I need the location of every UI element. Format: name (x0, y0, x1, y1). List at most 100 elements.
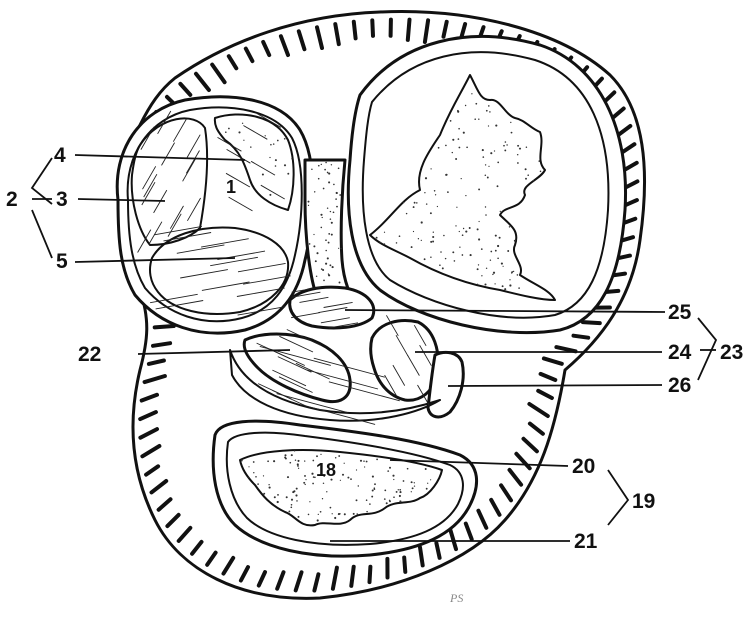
stipple-dot (277, 140, 279, 142)
stipple-dot (465, 231, 467, 233)
hatch-mark (317, 27, 322, 48)
stipple-dot (344, 463, 345, 464)
stipple-dot (248, 477, 249, 478)
stipple-dot (486, 268, 487, 269)
stipple-dot (263, 475, 264, 476)
stipple-dot (372, 489, 374, 491)
stipple-dot (481, 275, 482, 276)
stipple-dot (328, 242, 330, 244)
stipple-dot (452, 251, 454, 253)
stipple-dot (393, 479, 394, 480)
stipple-dot (452, 152, 453, 153)
hatch-mark (212, 65, 224, 83)
hatch-mark (478, 511, 486, 528)
stipple-dot (333, 184, 335, 186)
stipple-dot (477, 284, 478, 285)
stipple-dot (502, 285, 504, 287)
hatch-mark (140, 429, 157, 438)
stipple-dot (478, 264, 479, 265)
stipple-dot (506, 144, 507, 145)
stipple-dot (540, 171, 542, 173)
stipple-dot (321, 164, 322, 165)
stipple-dot (384, 498, 386, 500)
stipple-dot (303, 482, 305, 484)
stipple-dot (474, 118, 476, 120)
stipple-dot (364, 466, 365, 467)
stipple-dot (311, 473, 313, 475)
hatch-mark (544, 358, 562, 363)
stipple-dot (250, 146, 251, 147)
stipple-dot (284, 164, 286, 166)
stipple-dot (497, 185, 499, 187)
stipple-dot (332, 513, 333, 514)
stipple-dot (447, 191, 449, 193)
hatch-mark (351, 567, 353, 586)
stipple-dot (399, 495, 401, 497)
hatch-mark (140, 412, 156, 419)
stipple-dot (454, 260, 456, 262)
stipple-dot (513, 271, 514, 272)
stipple-dot (469, 227, 471, 229)
label-21: 21 (574, 530, 598, 553)
stipple-dot (434, 190, 436, 192)
bracket-19 (608, 470, 628, 525)
stipple-dot (432, 241, 434, 243)
stipple-dot (325, 250, 327, 252)
stipple-dot (313, 476, 315, 478)
stipple-dot (433, 232, 434, 233)
stipple-dot (284, 138, 286, 140)
hatch-mark (149, 361, 164, 364)
stipple-dot (316, 252, 318, 254)
hatch-mark (444, 22, 447, 37)
stipple-dot (477, 268, 479, 270)
stipple-dot (432, 236, 434, 238)
hatch-mark (333, 568, 337, 589)
stipple-dot (445, 258, 446, 259)
stipple-dot (440, 251, 442, 253)
stipple-dot (426, 203, 427, 204)
stipple-dot (414, 485, 415, 486)
stipple-dot (463, 228, 464, 229)
stipple-dot (500, 211, 501, 212)
stipple-dot (316, 455, 318, 457)
stipple-dot (533, 180, 535, 182)
stipple-dot (486, 110, 488, 112)
stipple-dot (399, 491, 401, 493)
stipple-dot (527, 174, 529, 176)
stipple-dot (291, 499, 293, 501)
hatch-mark (370, 567, 371, 582)
stipple-dot (504, 149, 506, 151)
stipple-dot (320, 227, 322, 229)
stipple-dot (424, 192, 425, 193)
stipple-dot (332, 266, 334, 268)
stipple-dot (293, 490, 295, 492)
hatch-mark (491, 500, 499, 515)
stipple-dot (426, 488, 428, 490)
stipple-dot (243, 140, 244, 141)
bracket-2-low (32, 210, 52, 258)
stipple-dot (443, 235, 445, 237)
stipple-dot (356, 469, 357, 470)
stipple-dot (435, 194, 436, 195)
stipple-dot (414, 202, 416, 204)
stipple-dot (331, 164, 332, 165)
stipple-dot (458, 138, 460, 140)
stipple-dot (374, 488, 376, 490)
stipple-dot (462, 234, 464, 236)
stipple-dot (481, 248, 483, 250)
stipple-dot (322, 217, 323, 218)
stipple-dot (311, 168, 313, 170)
hatch-mark (450, 530, 456, 549)
label-25: 25 (668, 301, 692, 324)
stipple-dot (455, 225, 456, 226)
stipple-dot (330, 211, 331, 212)
stipple-dot (413, 206, 415, 208)
stipple-dot (458, 147, 460, 149)
bracket-23 (698, 318, 716, 380)
stipple-dot (274, 496, 276, 498)
stipple-dot (248, 466, 249, 467)
hatch-mark (299, 31, 305, 49)
stipple-dot (489, 111, 491, 113)
stipple-dot (427, 483, 428, 484)
